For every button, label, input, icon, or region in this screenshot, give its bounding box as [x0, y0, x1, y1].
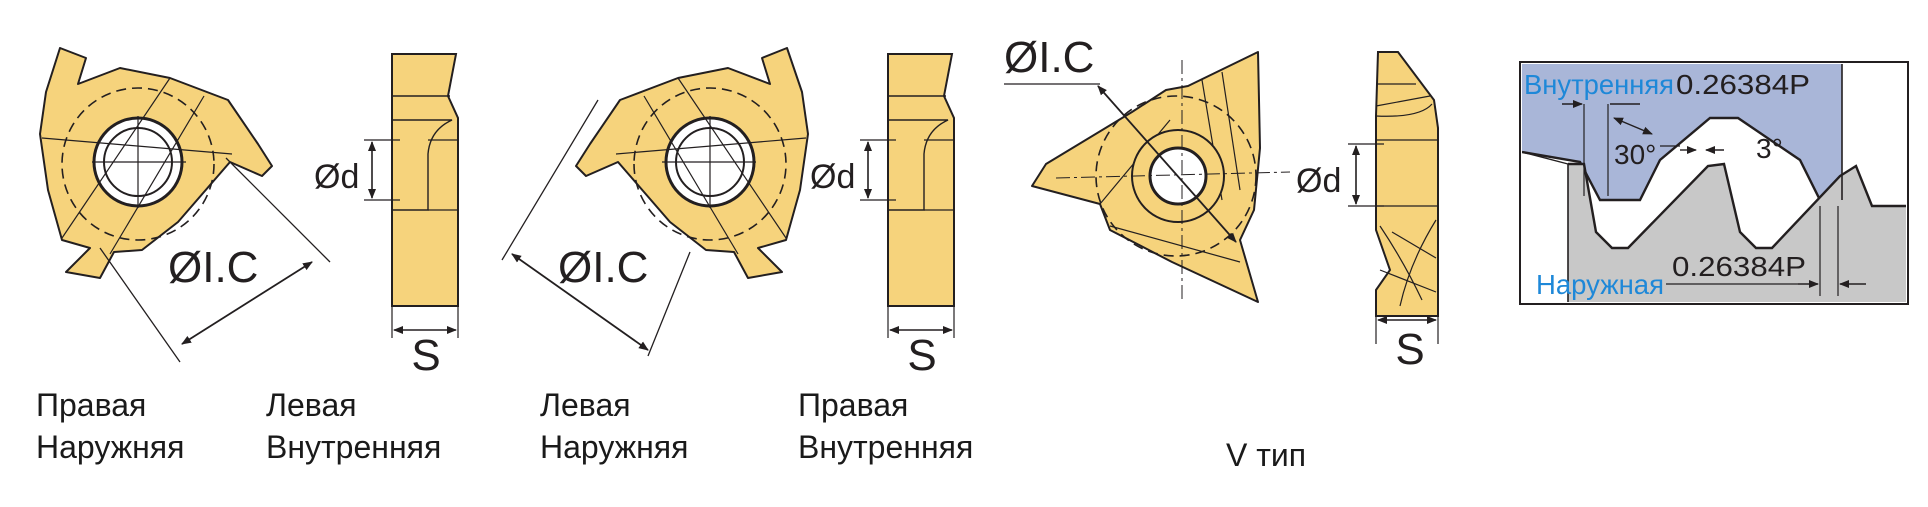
pitch-internal-label: 0.26384P: [1676, 69, 1810, 100]
ic-diameter-label: ØI.C: [168, 243, 258, 292]
caption-right-external: Правая Наружняя: [36, 384, 184, 468]
ic-dimension-arrow: [181, 261, 313, 345]
angle-30-label: 30°: [1614, 139, 1656, 170]
external-thread-edge: [1568, 162, 1906, 250]
caption-v-type: V тип: [1226, 434, 1306, 476]
d-diameter-label: Ød: [1296, 162, 1341, 200]
caption-line: Внутренняя: [798, 429, 974, 465]
internal-label: Внутренняя: [1524, 69, 1674, 100]
ic-dimension-arrow: [511, 253, 649, 351]
caption-line: Левая: [540, 387, 631, 423]
caption-right-internal: Правая Внутренняя: [798, 384, 973, 468]
insert-v-type-top: [1031, 51, 1291, 303]
s-thickness-label: S: [907, 331, 936, 380]
insert-left-external-top: [575, 47, 809, 279]
caption-line: Внутренняя: [266, 429, 442, 465]
insert-side-view-1: [391, 53, 459, 338]
caption-left-internal: Левая Внутренняя: [266, 384, 441, 468]
caption-left-external: Левая Наружняя: [540, 384, 688, 468]
caption-line: Правая: [798, 387, 909, 423]
angle-30-arc: [1613, 117, 1653, 135]
caption-line: Наружняя: [540, 429, 689, 465]
ic-extension-line: [99, 247, 181, 363]
pitch-external-label: 0.26384P: [1672, 251, 1806, 282]
insert-side-view-2: [887, 53, 955, 338]
caption-line: V тип: [1226, 437, 1307, 473]
caption-line: Наружняя: [36, 429, 185, 465]
caption-line: Правая: [36, 387, 147, 423]
caption-line: Левая: [266, 387, 357, 423]
ic-extension-line: [225, 157, 331, 263]
external-thread-area: [1568, 164, 1906, 302]
s-thickness-label: S: [1395, 325, 1424, 374]
d-diameter-label: Ød: [810, 158, 855, 196]
internal-thread-edge: [1522, 116, 1842, 202]
external-label: Наружная: [1536, 269, 1664, 300]
ic-dimension-arrow: [1097, 85, 1237, 243]
insert-right-external-top: [39, 47, 273, 279]
s-thickness-label: S: [411, 331, 440, 380]
angle-3-label: 3°: [1756, 133, 1783, 164]
insert-side-view-3: [1375, 51, 1439, 344]
internal-thread-area: [1522, 64, 1842, 200]
d-diameter-label: Ød: [314, 158, 359, 196]
ic-diameter-label: ØI.C: [558, 243, 648, 292]
ic-diameter-label: ØI.C: [1004, 33, 1094, 82]
thread-profile-diagram: Внутренняя 0.26384P 30° 3° 0.26384P Нару…: [1519, 61, 1909, 305]
